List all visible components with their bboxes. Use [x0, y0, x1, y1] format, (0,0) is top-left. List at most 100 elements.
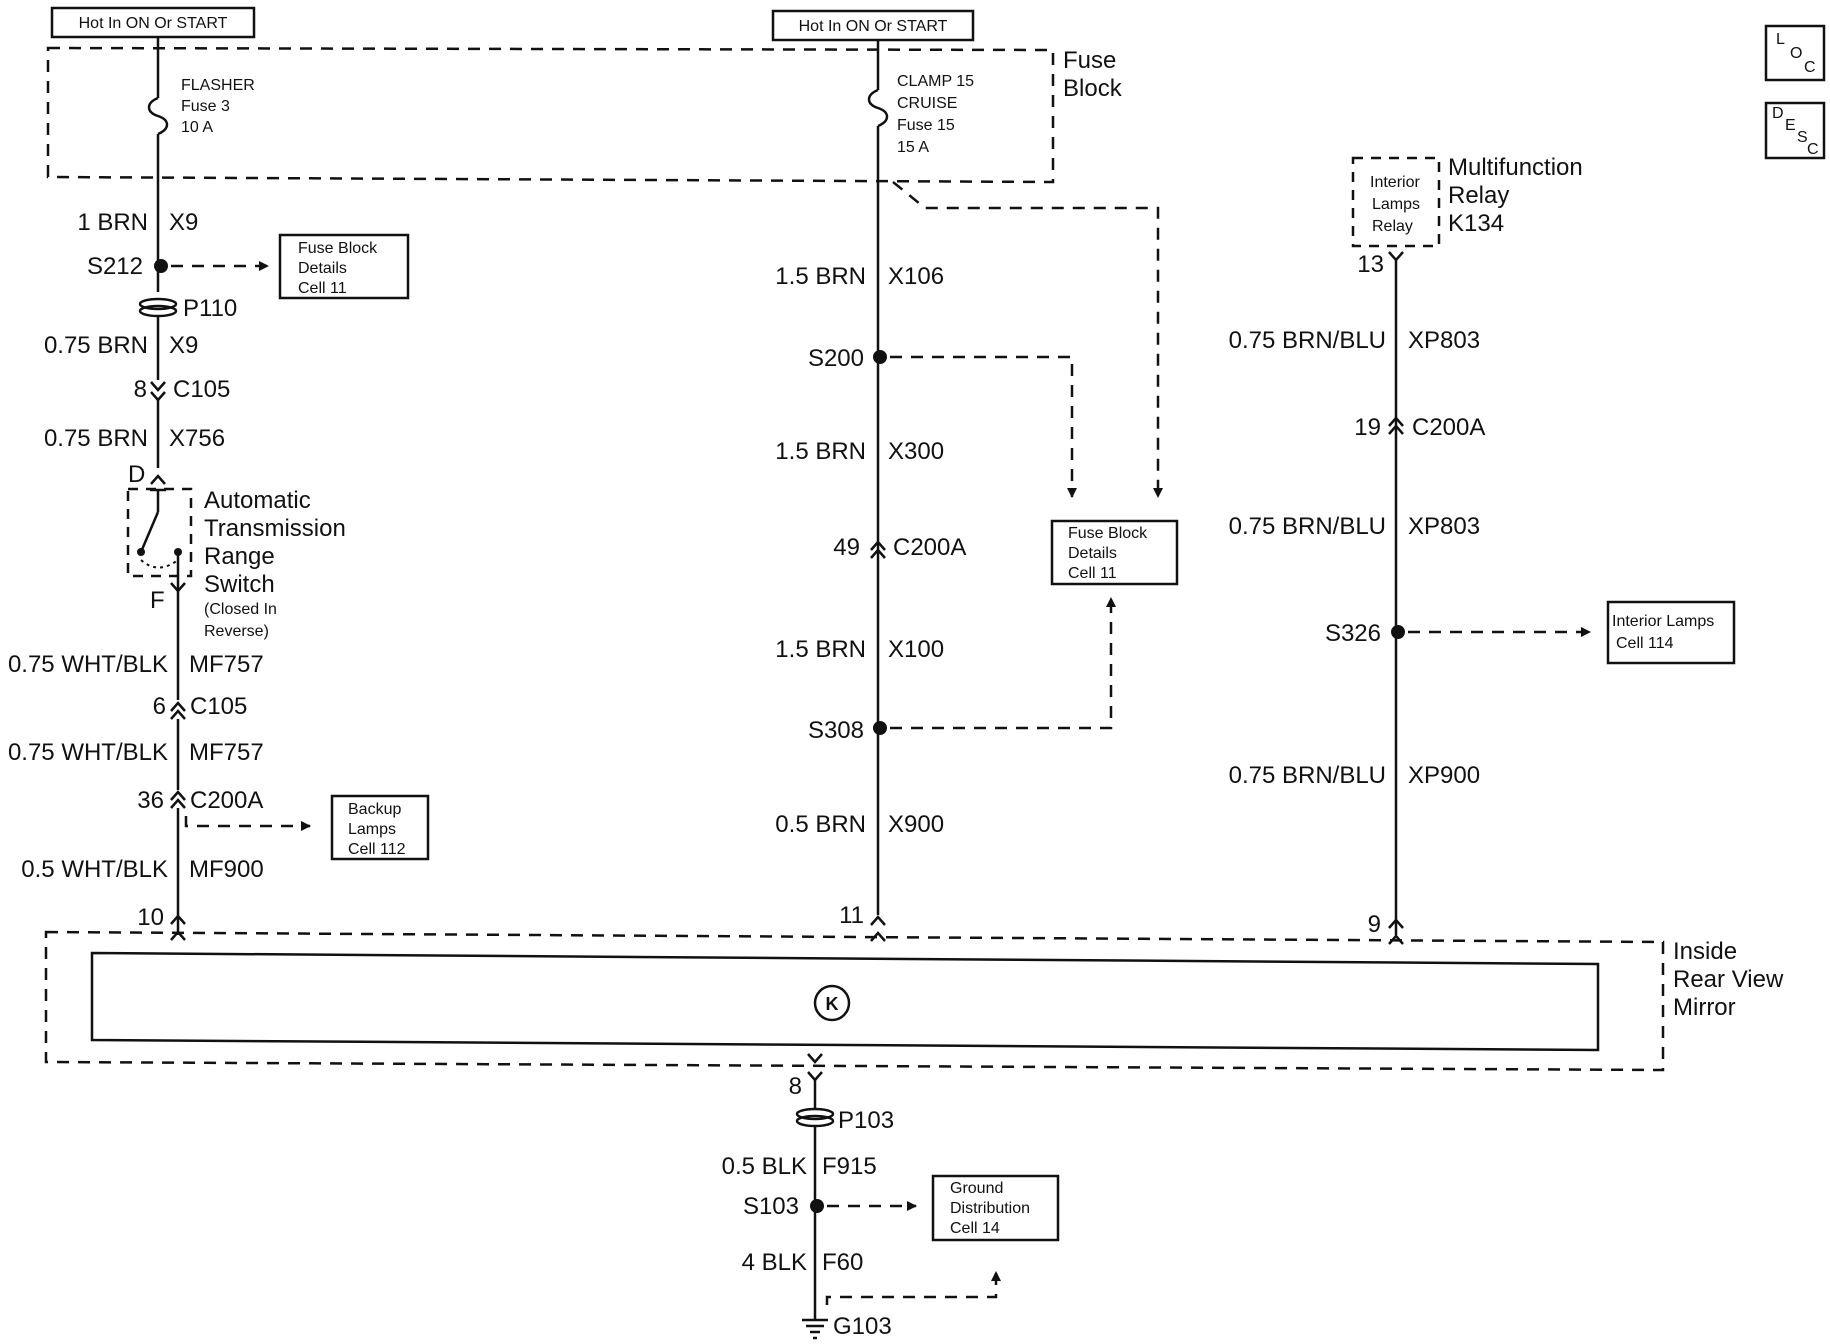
inside-rear-view-mirror: K — [44, 930, 1665, 1072]
loc-icon[interactable]: L O C — [1764, 24, 1826, 82]
fuse15-name-1: CLAMP 15 — [897, 73, 974, 90]
svg-text:Relay: Relay — [1372, 218, 1413, 235]
svg-text:49: 49 — [833, 534, 860, 561]
svg-text:36: 36 — [137, 787, 164, 814]
svg-text:Ground: Ground — [950, 1180, 1003, 1197]
connector-c200a-pin49: 49 C200A — [833, 534, 966, 561]
middle-circuit: CLAMP 15 CRUISE Fuse 15 15 A 1.5 BRN X10… — [775, 40, 1179, 942]
switch-pin-d: D — [128, 461, 145, 488]
svg-text:G103: G103 — [833, 1313, 892, 1340]
mid-w3-gauge: 1.5 BRN — [775, 636, 866, 663]
svg-text:E: E — [1785, 117, 1796, 134]
hot-label-mid: Hot In ON Or START — [771, 9, 975, 42]
splice-s308 — [873, 721, 887, 735]
relay-label-2: Relay — [1448, 182, 1509, 209]
splice-s212-label: S212 — [87, 253, 143, 280]
svg-text:P110: P110 — [183, 295, 237, 322]
desc-icon[interactable]: D E S C — [1764, 101, 1826, 160]
fuse15-name-2: CRUISE — [897, 95, 957, 112]
ref-fuse-block-details-mid[interactable]: Fuse Block Details Cell 11 — [1050, 519, 1179, 586]
ground-g103-symbol: G103 — [802, 1313, 892, 1340]
svg-text:Fuse: Fuse — [1063, 47, 1116, 74]
svg-text:L: L — [1776, 31, 1785, 48]
svg-text:Details: Details — [1068, 545, 1117, 562]
range-switch — [126, 487, 193, 578]
svg-text:C: C — [1807, 141, 1819, 158]
left-w1-gauge: 1 BRN — [77, 209, 148, 236]
mirror-pin-10: 10 — [137, 904, 164, 931]
splice-s200-label: S200 — [808, 345, 864, 372]
switch-label-1: Automatic — [204, 487, 311, 514]
svg-text:Hot In ON Or START: Hot In ON Or START — [799, 18, 948, 35]
left-w4-gauge: 0.75 WHT/BLK — [8, 651, 168, 678]
svg-text:Lamps: Lamps — [1372, 196, 1420, 213]
svg-text:6: 6 — [153, 693, 166, 720]
svg-text:Fuse Block: Fuse Block — [298, 240, 378, 257]
mid-w2-gauge: 1.5 BRN — [775, 438, 866, 465]
svg-text:C200A: C200A — [1412, 414, 1485, 441]
switch-label-3: Range — [204, 543, 275, 570]
connector-c105-pin8: 8 C105 — [134, 376, 231, 403]
svg-text:Cell 112: Cell 112 — [348, 841, 406, 858]
mid-w4-gauge: 0.5 BRN — [775, 811, 866, 838]
svg-text:Interior Lamps: Interior Lamps — [1612, 613, 1714, 630]
switch-pin-f: F — [150, 587, 165, 614]
fuse15-symbol — [867, 88, 889, 128]
svg-text:Hot In ON Or START: Hot In ON Or START — [79, 15, 228, 32]
mid-w1-circuit: X106 — [888, 263, 944, 290]
switch-label-4: Switch — [204, 571, 275, 598]
left-w5-circuit: MF757 — [189, 739, 264, 766]
left-w4-circuit: MF757 — [189, 651, 264, 678]
splice-s103 — [810, 1199, 824, 1213]
mid-w3-circuit: X100 — [888, 636, 944, 663]
right-w1-gauge: 0.75 BRN/BLU — [1229, 327, 1386, 354]
right-w1-circuit: XP803 — [1408, 327, 1480, 354]
mid-w4-circuit: X900 — [888, 811, 944, 838]
fuse3-number: Fuse 3 — [181, 98, 230, 115]
fuse15-rating: 15 A — [897, 139, 929, 156]
svg-text:8: 8 — [134, 376, 147, 403]
mirror-pin-9: 9 — [1368, 911, 1381, 938]
mirror-module-icon: K — [813, 984, 851, 1022]
right-circuit: Interior Lamps Relay Multifunction Relay… — [1229, 154, 1736, 945]
ref-fuse-block-details-left[interactable]: Fuse Block Details Cell 11 — [278, 233, 410, 300]
left-w2-gauge: 0.75 BRN — [44, 332, 148, 359]
splice-s103-label: S103 — [743, 1193, 799, 1220]
relay-label-1: Multifunction — [1448, 154, 1583, 181]
left-circuit: FLASHER Fuse 3 10 A 1 BRN X9 S212 Fuse B… — [8, 37, 430, 941]
switch-note-1: (Closed In — [204, 601, 277, 618]
ref-ground-distribution[interactable]: Ground Distribution Cell 14 — [931, 1174, 1060, 1242]
mirror-label-2: Rear View — [1673, 966, 1784, 993]
svg-text:Distribution: Distribution — [950, 1200, 1030, 1217]
svg-text:K: K — [826, 994, 839, 1014]
mirror-label-1: Inside — [1673, 938, 1737, 965]
svg-text:Cell 114: Cell 114 — [1616, 635, 1674, 652]
fuse3-name: FLASHER — [181, 77, 255, 94]
svg-text:C200A: C200A — [893, 534, 966, 561]
ground-w2-circuit: F60 — [822, 1249, 863, 1276]
svg-text:19: 19 — [1354, 414, 1381, 441]
ground-w1-gauge: 0.5 BLK — [722, 1153, 807, 1180]
svg-text:C200A: C200A — [190, 787, 263, 814]
right-w2-circuit: XP803 — [1408, 513, 1480, 540]
fuse15-number: Fuse 15 — [897, 117, 955, 134]
left-w3-circuit: X756 — [169, 425, 225, 452]
left-w2-circuit: X9 — [169, 332, 198, 359]
interior-lamps-relay: Interior Lamps Relay — [1351, 156, 1441, 248]
connector-c200a-pin36: 36 C200A — [137, 787, 263, 814]
splice-s308-label: S308 — [808, 717, 864, 744]
right-w3-gauge: 0.75 BRN/BLU — [1229, 762, 1386, 789]
svg-text:C105: C105 — [173, 376, 230, 403]
fuse3-rating: 10 A — [181, 119, 213, 136]
svg-text:Lamps: Lamps — [348, 821, 396, 838]
left-w5-gauge: 0.75 WHT/BLK — [8, 739, 168, 766]
ref-interior-lamps[interactable]: Interior Lamps Cell 114 — [1606, 600, 1736, 665]
fuse3-symbol — [147, 96, 169, 136]
ref-backup-lamps[interactable]: Backup Lamps Cell 112 — [330, 794, 430, 861]
left-w6-circuit: MF900 — [189, 856, 264, 883]
ground-w2-gauge: 4 BLK — [742, 1249, 807, 1276]
fuse-block-outline — [46, 46, 1055, 184]
svg-text:P103: P103 — [838, 1107, 894, 1134]
fuse-block-label: Fuse Block — [1063, 47, 1123, 102]
